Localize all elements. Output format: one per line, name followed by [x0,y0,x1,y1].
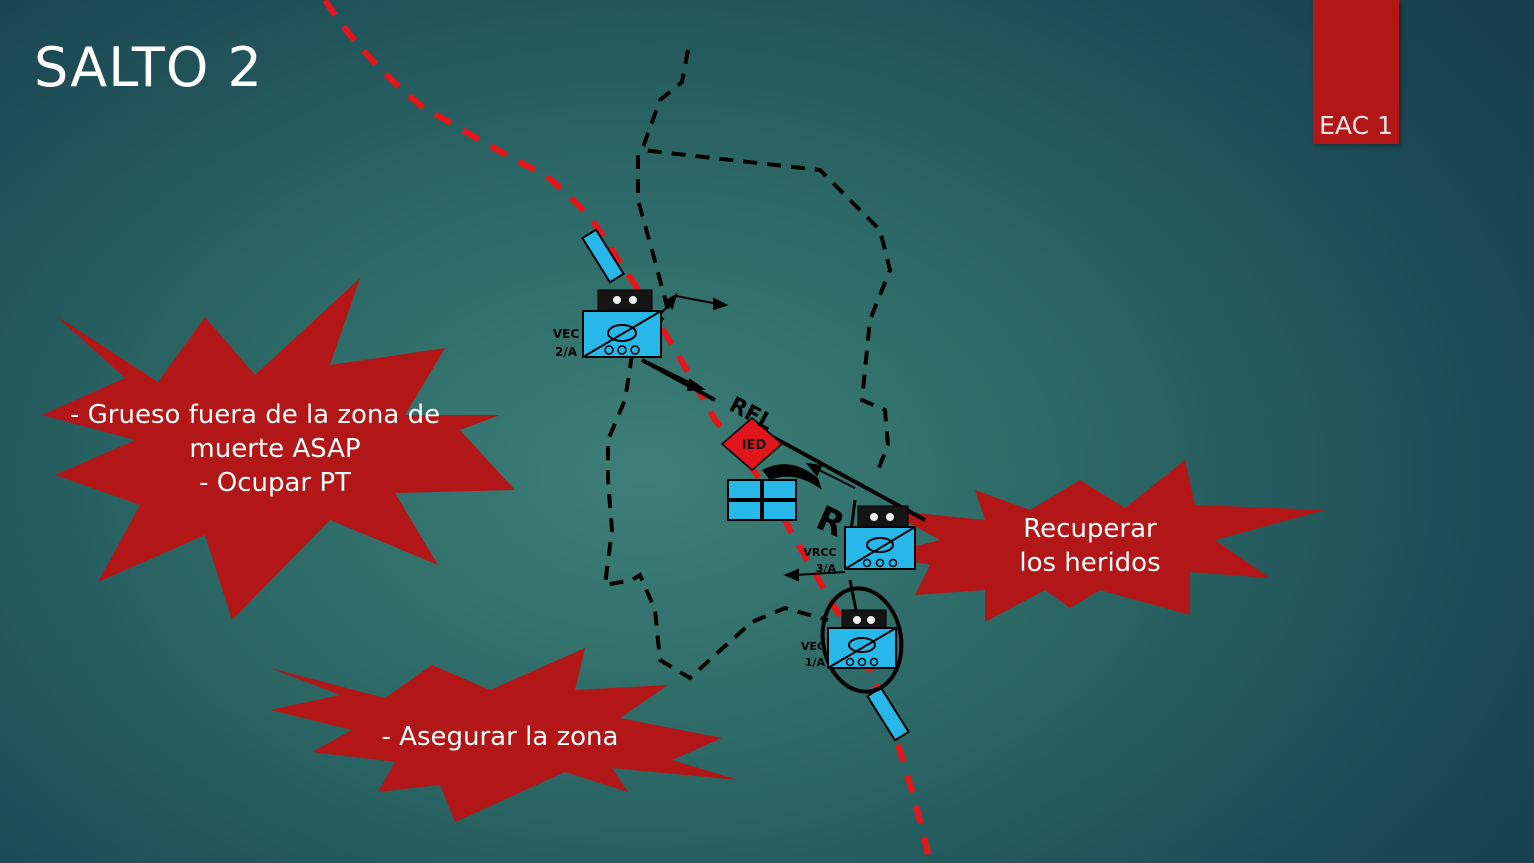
blue-grid-symbol [727,479,797,521]
fire-line-rfl [759,428,926,522]
vrcc3a-label-line1: VRCC [803,546,836,559]
vec2a-label-line1: VEC [553,327,579,341]
vrcc3a-label-line2: 3/A [816,562,837,575]
vec1a-label-line1: VEC [801,640,825,653]
right-burst-line2: los heridos [1019,548,1161,578]
vec1-encircle [820,586,904,694]
vehicle-vec-2a [582,289,662,358]
right-burst-line1: Recuperar [1023,514,1157,544]
arrow-vec2-east [675,295,729,311]
vec1a-label-line2: 1/A [805,656,826,669]
arrow-vec2-se [647,361,706,392]
fire-line-upper [641,358,716,402]
slide-title: SALTO 2 [34,36,263,99]
ied-diamond [720,417,784,471]
left-burst-line3: - Ocupar PT [199,468,351,498]
blue-marker-top [581,228,625,284]
curved-arrow [762,464,822,490]
route-dashed-red [322,0,933,863]
bottom-burst-line: - Asegurar la zona [381,722,619,752]
vec2a-label-line2: 2/A [555,345,578,359]
ied-label: IED [742,438,767,453]
left-burst-text: - Grueso fuera de la zona de muerte ASAP… [50,398,500,500]
bottom-burst-shape [270,648,738,822]
eac-tab-label: EAC 1 [1319,111,1393,140]
eac-tab: EAC 1 [1313,0,1399,144]
left-burst-line2: muerte ASAP [189,434,361,464]
left-burst-shape [42,278,515,620]
left-burst-line1: - Grueso fuera de la zona de [70,400,441,430]
bottom-burst-text: - Asegurar la zona [350,720,650,754]
arrow-vrcc-nw [805,462,856,489]
arrow-vrcc-west [783,568,846,582]
vehicle-vrcc-3a [844,505,916,570]
vehicle-vec-1a [827,609,897,669]
right-burst-shape [880,460,1325,622]
blue-marker-bottom [866,686,910,742]
right-burst-text: Recuperar los heridos [995,512,1185,580]
